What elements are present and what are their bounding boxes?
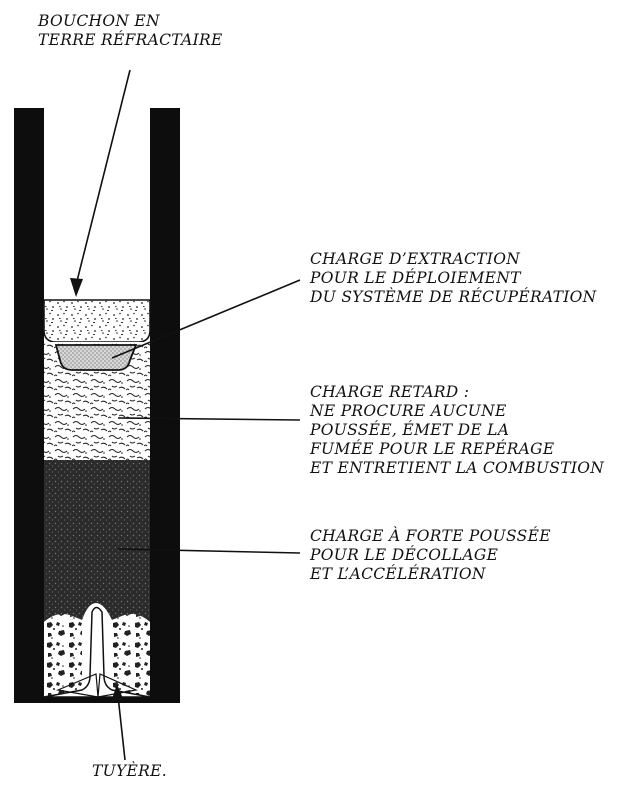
leader-line-poussee	[117, 548, 301, 554]
label-retard: CHARGE RETARD : NE PROCURE AUCUNE POUSSÉ…	[310, 383, 604, 478]
label-retard-line-1: CHARGE RETARD :	[310, 383, 470, 401]
leader-line-retard	[117, 417, 301, 421]
label-extraction-line-2: POUR LE DÉPLOIEMENT	[310, 269, 521, 287]
label-poussee: CHARGE À FORTE POUSSÉE POUR LE DÉCOLLAGE…	[310, 527, 551, 584]
refractory-clay-plug	[43, 299, 151, 343]
label-tuyere-line-1: TUYÈRE.	[92, 762, 167, 780]
label-extraction-line-1: CHARGE D’EXTRACTION	[310, 250, 521, 268]
label-extraction-line-3: DU SYSTÈME DE RÉCUPÉRATION	[310, 288, 597, 306]
label-bouchon: BOUCHON EN TERRE RÉFRACTAIRE	[38, 12, 223, 50]
label-poussee-line-2: POUR LE DÉCOLLAGE	[310, 546, 499, 564]
ejection-charge	[54, 344, 138, 371]
nozzle-gravel	[44, 614, 150, 697]
label-tuyere: TUYÈRE.	[92, 762, 167, 781]
casing-right-wall	[150, 108, 180, 701]
label-extraction: CHARGE D’EXTRACTION POUR LE DÉPLOIEMENT …	[310, 250, 597, 307]
label-bouchon-line-2: TERRE RÉFRACTAIRE	[38, 31, 223, 49]
label-poussee-line-3: ET L’ACCÉLÉRATION	[310, 565, 486, 583]
label-bouchon-line-1: BOUCHON EN	[38, 12, 160, 30]
label-poussee-line-1: CHARGE À FORTE POUSSÉE	[310, 527, 551, 545]
nozzle-throat	[43, 606, 151, 698]
arrowhead-tuyere	[111, 684, 124, 702]
label-retard-line-2: NE PROCURE AUCUNE	[310, 402, 507, 420]
label-retard-line-4: FUMÉE POUR LE REPÉRAGE	[310, 440, 555, 458]
leader-line-tuyere	[117, 695, 126, 761]
leader-line-extraction	[111, 279, 301, 359]
label-retard-line-3: POUSSÉE, ÉMET DE LA	[310, 421, 510, 439]
high-thrust-charge	[44, 460, 150, 622]
arrowhead-bouchon	[70, 278, 83, 297]
casing-bottom	[14, 697, 180, 703]
casing-left-wall	[14, 108, 44, 701]
leader-line-bouchon	[75, 69, 131, 286]
label-retard-line-5: ET ENTRETIENT LA COMBUSTION	[310, 459, 605, 477]
